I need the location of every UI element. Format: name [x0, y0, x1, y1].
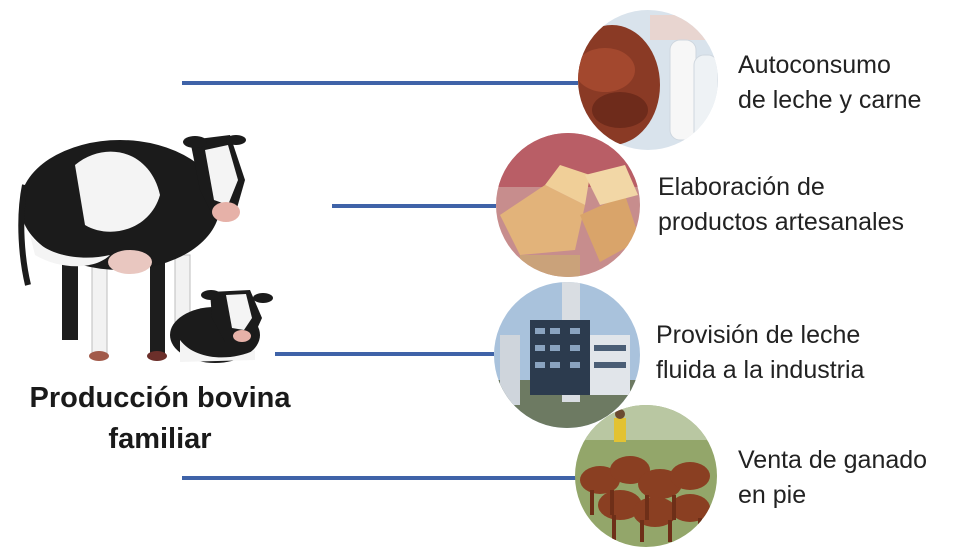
label-autoconsumo: Autoconsumo de leche y carne [738, 48, 921, 118]
label-line: productos artesanales [658, 208, 904, 236]
title-line-2: familiar [108, 423, 212, 455]
cow-and-calf-illustration [18, 135, 273, 363]
title-line-1: Producción bovina [29, 382, 291, 414]
label-line: fluida a la industria [656, 356, 865, 384]
artisan-cheese-photo [496, 133, 640, 277]
label-line: de leche y carne [738, 86, 922, 114]
label-line: Autoconsumo [738, 51, 891, 79]
cattle-herd-photo [575, 405, 717, 547]
meat-and-milk-photo [578, 10, 718, 150]
label-line: Elaboración de [658, 173, 825, 201]
label-provision: Provisión de leche fluida a la industria [656, 318, 864, 388]
label-line: en pie [738, 481, 807, 509]
label-line: Provisión de leche [656, 321, 861, 349]
label-line: Venta de ganado [738, 446, 928, 474]
diagram-title: Producción bovina familiar [0, 378, 320, 460]
dairy-factory-photo [494, 282, 640, 428]
label-elaboracion: Elaboración de productos artesanales [658, 170, 904, 240]
label-venta: Venta de ganado en pie [738, 443, 927, 513]
